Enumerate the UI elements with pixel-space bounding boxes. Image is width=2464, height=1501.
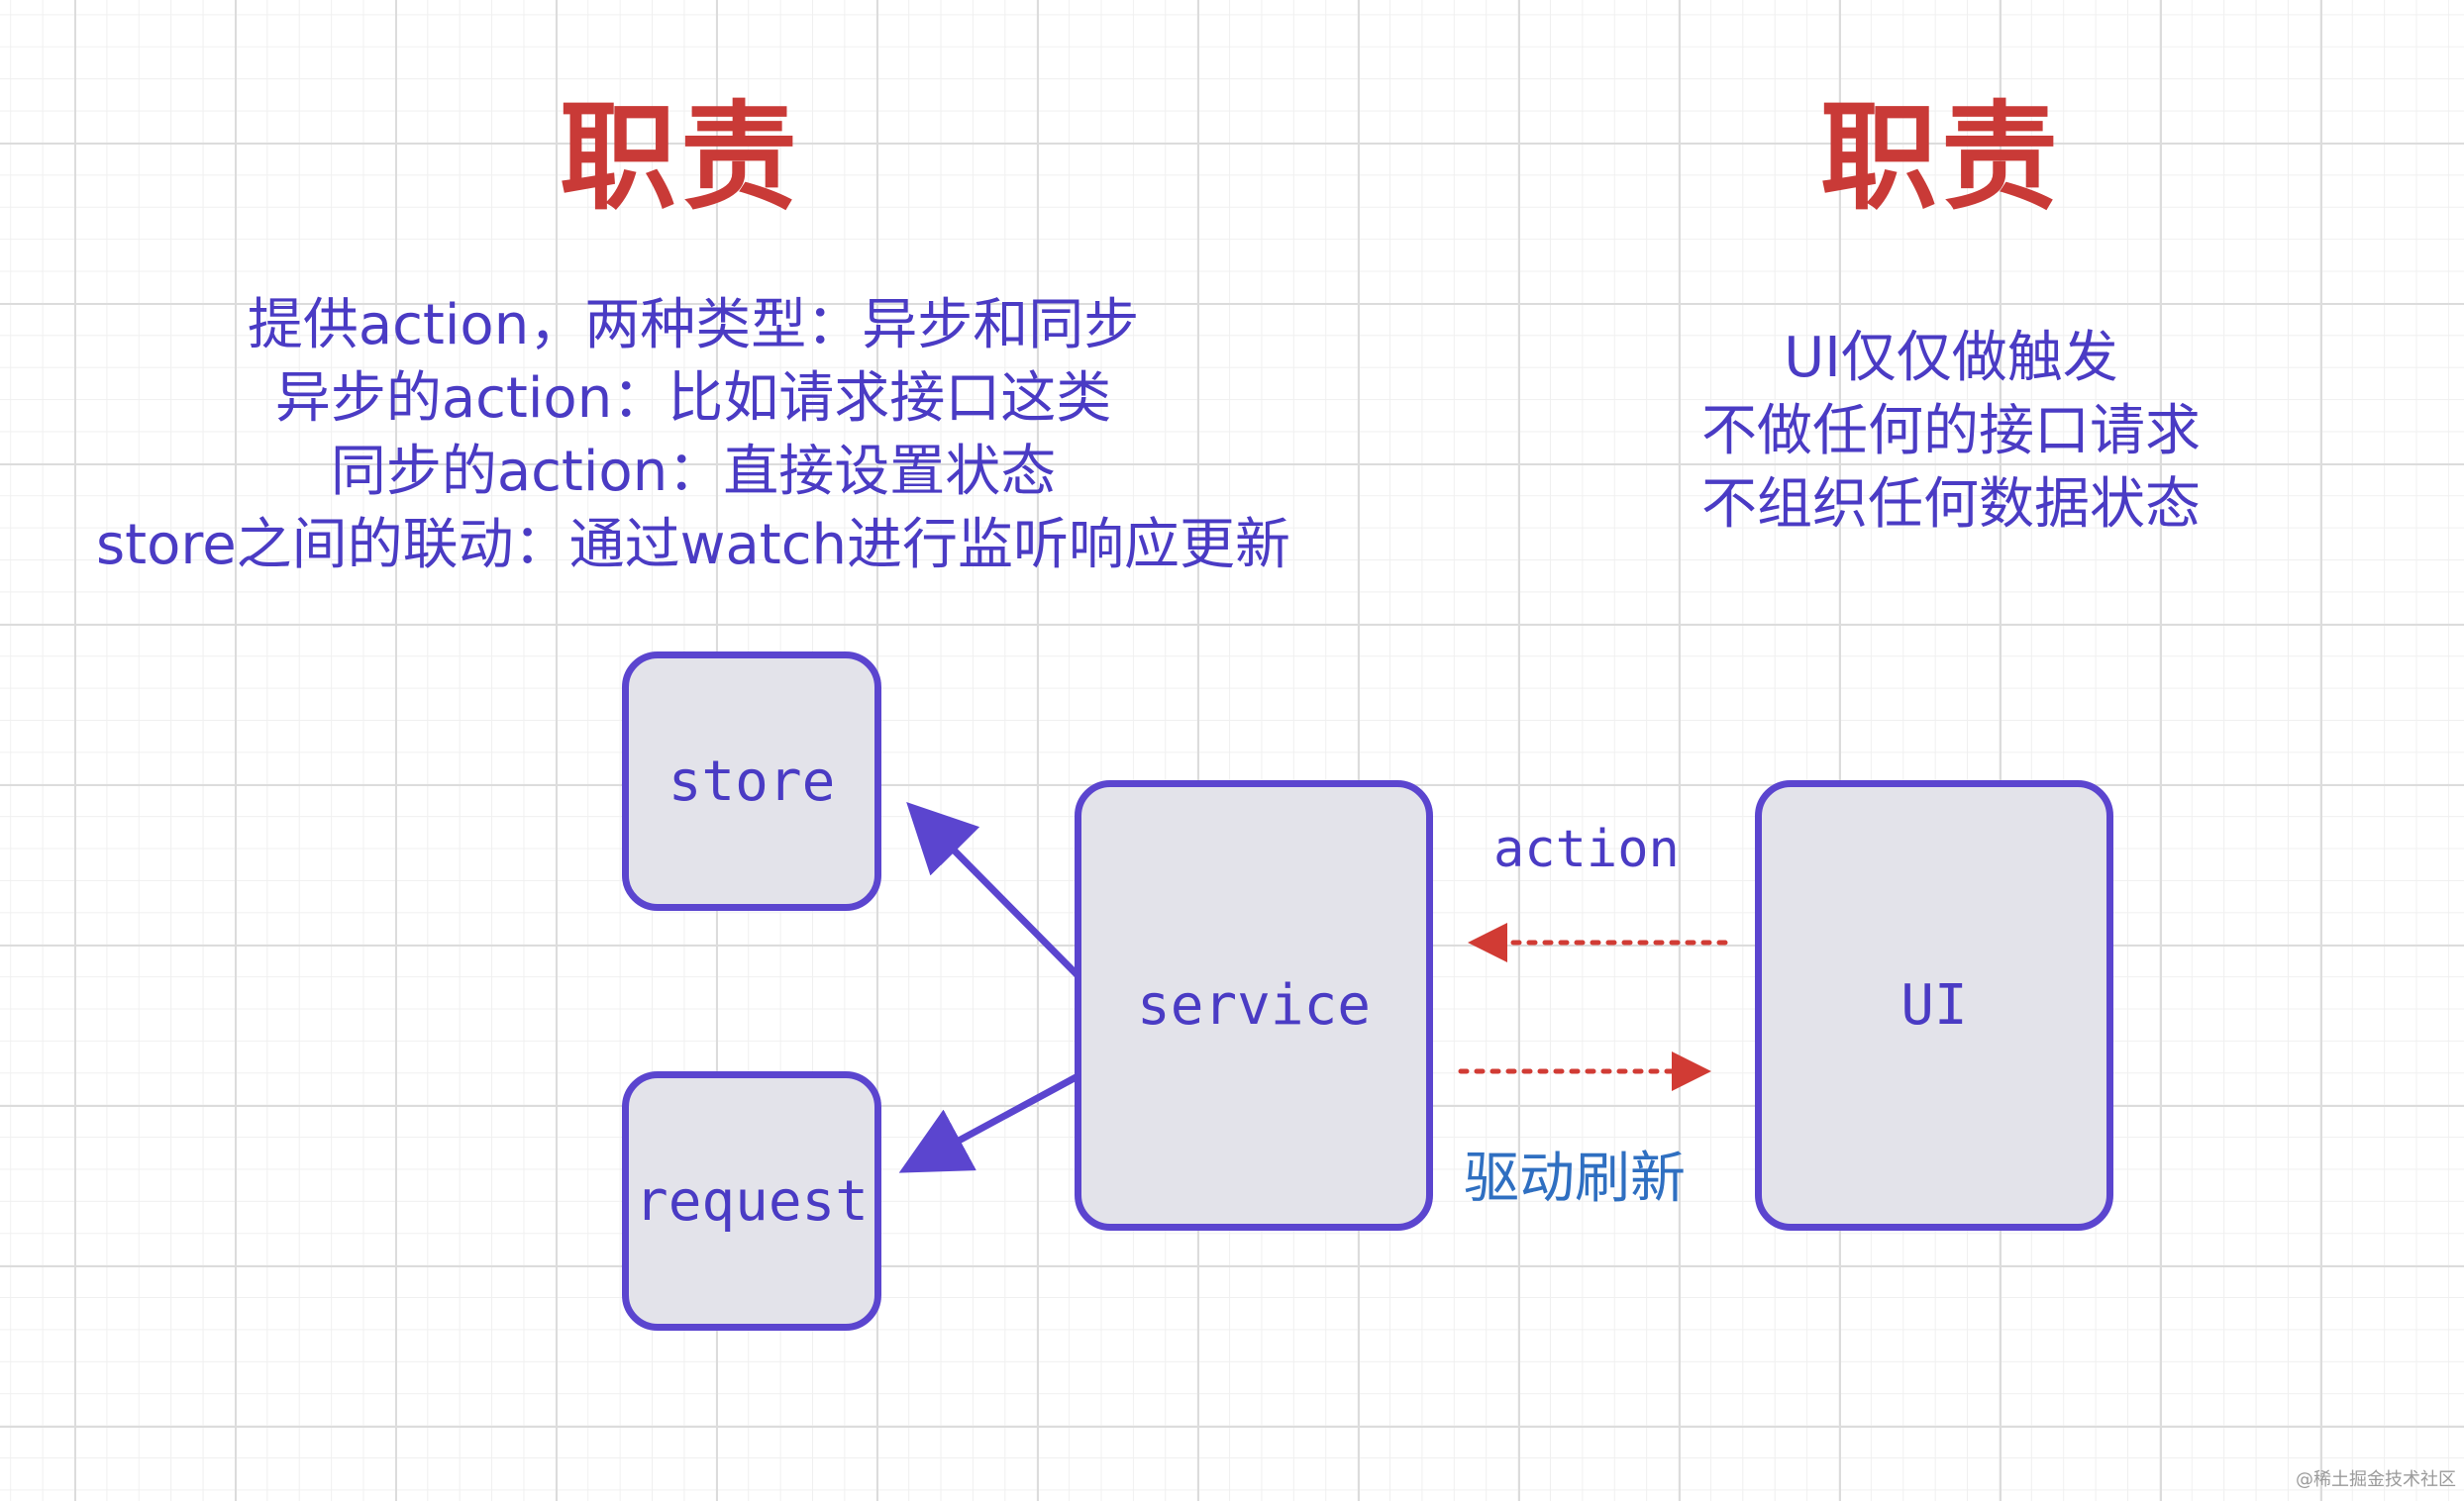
action-label: action — [1493, 820, 1680, 879]
left-note-line: 异步的action：比如请求接口这类 — [274, 366, 1112, 431]
left-note-line: 同步的action：直接设置状态 — [330, 440, 1057, 504]
request-label: request — [634, 1168, 869, 1234]
right-title: 职责 — [1820, 89, 2063, 226]
left-title: 职责 — [560, 89, 802, 226]
left-notes: 提供action，两种类型：异步和同步 异步的action：比如请求接口这类 同… — [69, 289, 1317, 582]
service-to-request-arrow — [898, 1070, 1085, 1173]
left-note-line: 提供action，两种类型：异步和同步 — [247, 293, 1140, 357]
ui-label: UI — [1900, 973, 1968, 1038]
store-node: store — [622, 651, 881, 911]
right-notes: UI仅仅做触发 不做任何的接口请求 不组织任何数据状态 — [1674, 322, 2228, 542]
refresh-label: 驱动刷新 — [1464, 1147, 1686, 1211]
right-note-line: 不组织任何数据状态 — [1701, 472, 2201, 537]
ui-node: UI — [1755, 780, 2113, 1231]
service-node: service — [1075, 780, 1433, 1231]
right-note-line: 不做任何的接口请求 — [1701, 399, 2201, 463]
service-to-store-arrow — [906, 802, 1081, 979]
left-note-line: store之间的联动：通过watch进行监听响应更新 — [96, 513, 1290, 577]
service-label: service — [1136, 973, 1371, 1038]
store-label: store — [667, 749, 836, 814]
watermark-text: @稀土掘金技术社区 — [2296, 1469, 2456, 1490]
request-node: request — [622, 1071, 881, 1331]
right-note-line: UI仅仅做触发 — [1784, 326, 2118, 390]
